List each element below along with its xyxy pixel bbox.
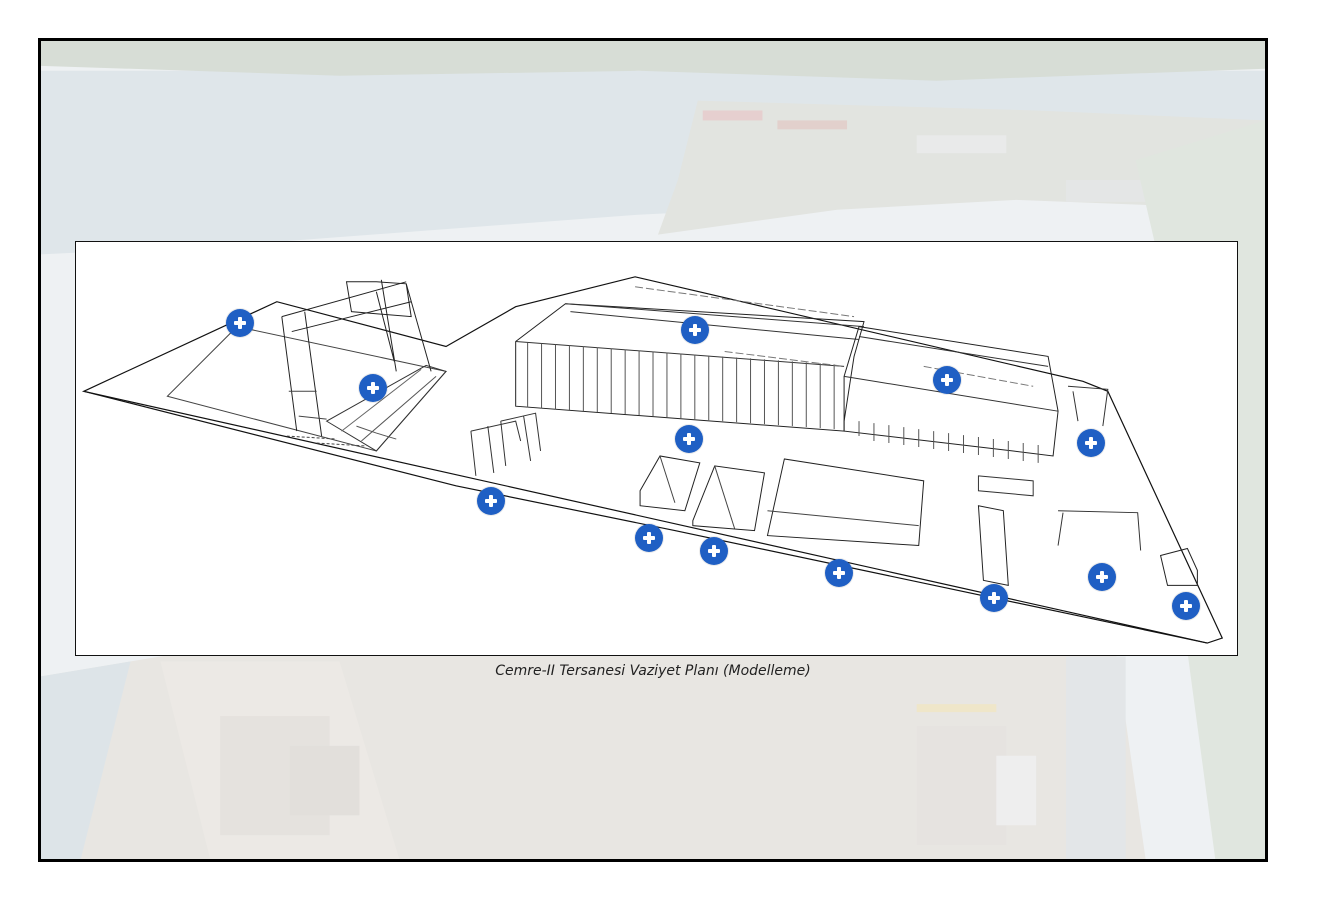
hotspot-main-hall-front[interactable] [675, 425, 703, 453]
hotspot-small-cranes[interactable] [477, 487, 505, 515]
hotspot-right-frame[interactable] [1077, 429, 1105, 457]
hotspot-building-small-2[interactable] [700, 537, 728, 565]
site-plan-frame: Cemre-II Tersanesi Vaziyet Planı (Modell… [38, 38, 1268, 862]
hotspot-dock-slipway[interactable] [359, 374, 387, 402]
hotspot-portal-crane[interactable] [1088, 563, 1116, 591]
hotspot-cabin[interactable] [1172, 592, 1200, 620]
hotspot-main-hall-roof[interactable] [681, 316, 709, 344]
hotspot-building-small-1[interactable] [635, 524, 663, 552]
hotspot-second-hall-roof[interactable] [933, 366, 961, 394]
shipyard-sketch-drawing [81, 276, 1224, 644]
site-layout-plan [75, 241, 1238, 656]
hotspot-building-large[interactable] [825, 559, 853, 587]
hotspot-ramp[interactable] [980, 584, 1008, 612]
plan-caption: Cemre-II Tersanesi Vaziyet Planı (Modell… [495, 663, 811, 679]
hotspot-gantry-crane-left[interactable] [226, 309, 254, 337]
